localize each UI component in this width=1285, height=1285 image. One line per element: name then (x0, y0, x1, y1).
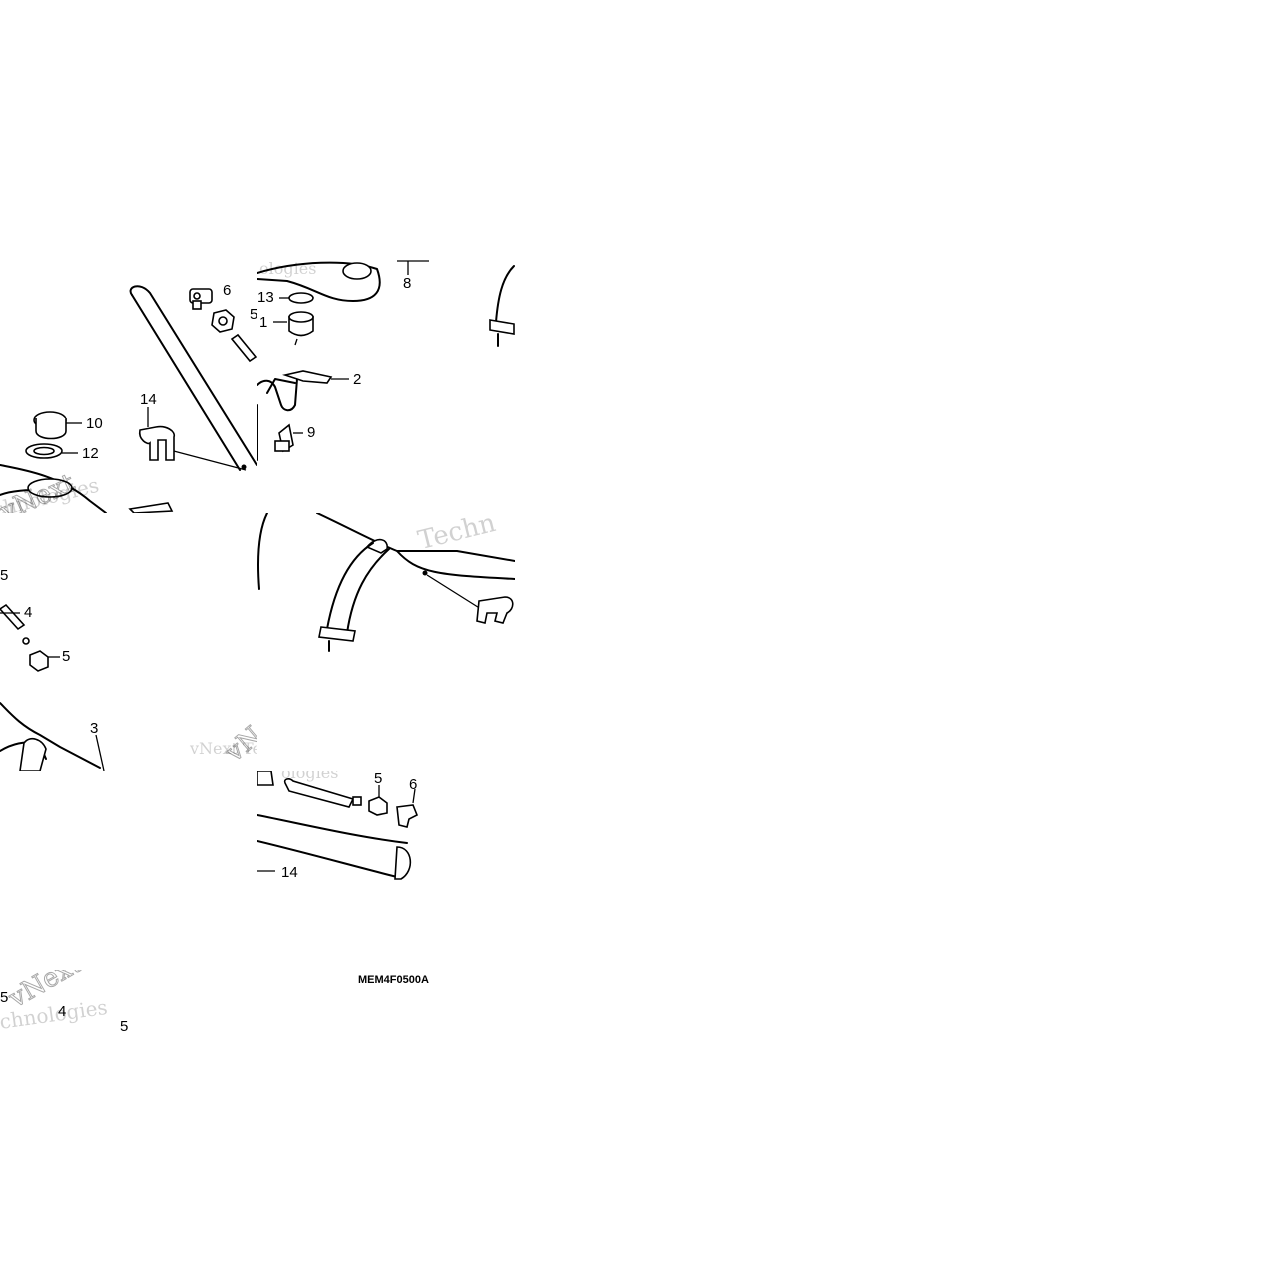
callout-13: 13 (257, 289, 274, 306)
cap-part (33, 411, 67, 440)
watermark-text: ologies (259, 259, 317, 278)
diagram-tile-middle-left: 5 4 5 3 vNext Te vNext (0, 513, 257, 771)
diagram-tile-bottom-left: 5 4 5 vNext chnologies (0, 970, 150, 1034)
bar-assembly-drawing (257, 771, 419, 880)
diagram-tile-upper-right (515, 255, 521, 513)
diagram-code: MEM4F0500A (358, 974, 429, 986)
handlebar-drawing (0, 285, 257, 513)
callout-10: 10 (86, 415, 103, 432)
callout-5: 5 (0, 567, 9, 584)
callout-4: 4 (58, 1003, 67, 1020)
callout-5: 5 (62, 648, 71, 665)
callout-12: 12 (82, 445, 99, 462)
bar-end-drawing (489, 265, 515, 347)
callout-3: 3 (90, 720, 99, 737)
callout-8: 8 (403, 275, 412, 292)
callout-1: 1 (259, 314, 268, 331)
callout-4: 4 (24, 604, 33, 621)
callout-9: 9 (307, 424, 316, 441)
diagram-tile-upper-middle: 13 1 8 2 9 ologies (257, 255, 515, 513)
callout-5: 5 (0, 989, 9, 1006)
callout-14: 14 (281, 864, 298, 881)
callout-14: 14 (140, 391, 157, 408)
callout-5: 5 (120, 1018, 129, 1034)
callout-2: 2 (353, 371, 362, 388)
callout-6: 6 (223, 282, 232, 299)
diagram-tile-right-end (480, 258, 515, 358)
callout-5: 5 (374, 771, 383, 787)
diagram-tile-lower-middle: 5 6 14 ologies (257, 771, 515, 891)
clamp-part (189, 288, 213, 310)
lower-bar-drawing (0, 603, 105, 771)
lower-handlebar-drawing (257, 513, 515, 652)
watermark-text: ologies (281, 771, 339, 782)
watermark-text: vNext Te (190, 739, 257, 758)
diagram-tile-center: Techn (257, 513, 515, 771)
callout-5: 5 (250, 306, 257, 323)
nut-part (211, 309, 235, 333)
top-bridge-drawing (257, 260, 429, 461)
diagram-tile-upper-left: 6 5 14 10 12 vNext chnologies (0, 255, 257, 513)
clip-part (138, 425, 176, 461)
callout-6: 6 (409, 776, 418, 793)
flange-nut-part (288, 311, 314, 337)
